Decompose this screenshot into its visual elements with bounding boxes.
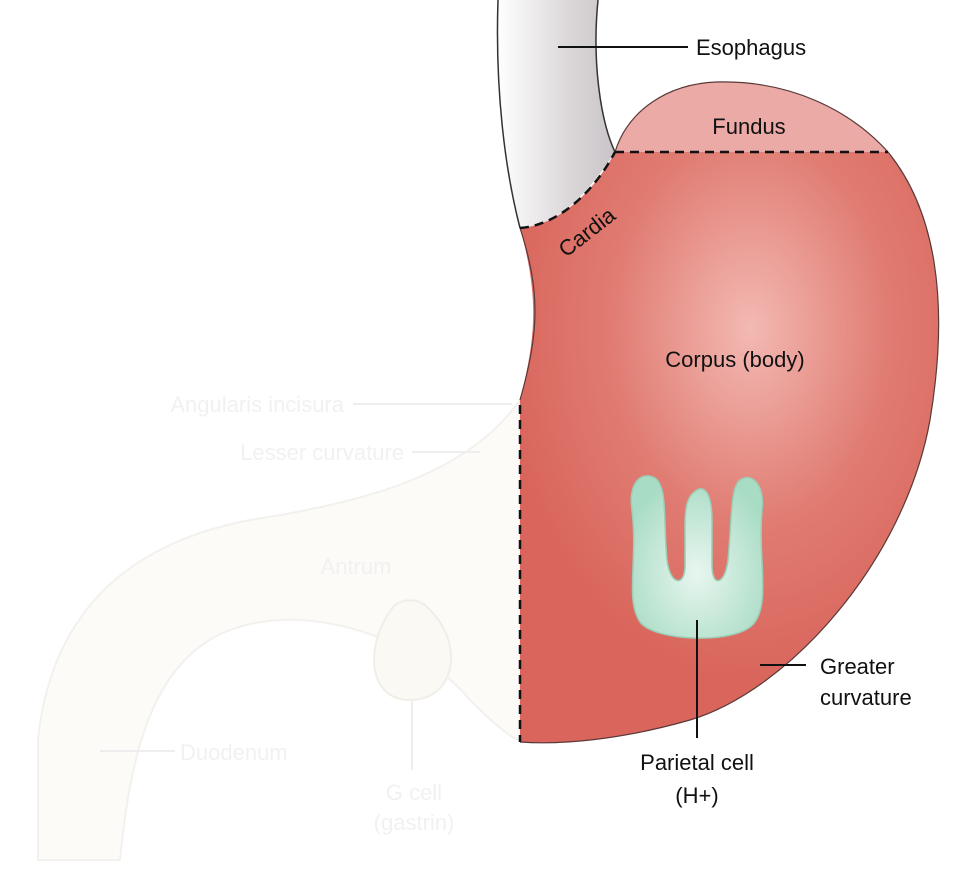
parietal-cell-shape [631,476,763,638]
duodenum-label: Duodenum [180,740,288,765]
corpus-label: Corpus (body) [665,347,804,372]
antrum-label: Antrum [321,554,392,579]
gastrin-label: (gastrin) [374,810,455,835]
parietal-cell-label: Parietal cell [640,750,754,775]
fundus-label: Fundus [712,114,785,139]
esophagus-label: Esophagus [696,35,806,60]
g-cell-label: G cell [386,780,442,805]
angularis-incisura-label: Angularis incisura [170,392,344,417]
ghost-stomach-left [38,400,520,860]
h-plus-label: (H+) [675,783,718,808]
greater-curvature-label-2: curvature [820,685,912,710]
lesser-curvature-label: Lesser curvature [240,440,404,465]
greater-curvature-label-1: Greater [820,654,895,679]
